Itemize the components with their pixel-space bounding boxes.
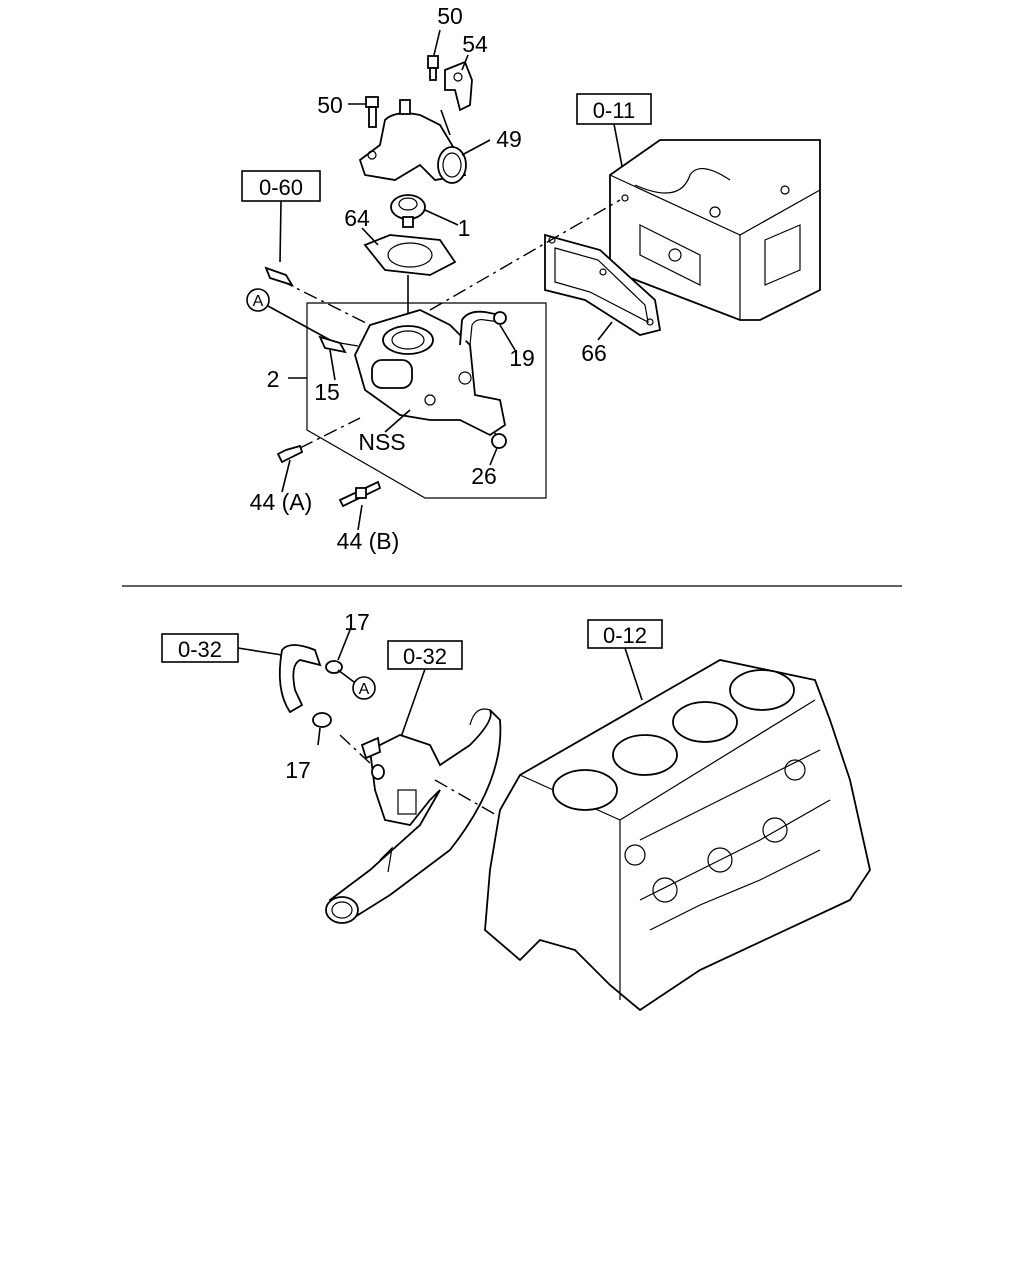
callout-26: 26: [471, 463, 497, 489]
gasket-64: [363, 234, 457, 276]
callout-44a: 44 (A): [250, 489, 313, 515]
gasket-66: [544, 233, 662, 336]
ref-label-0-32-center: 0-32: [403, 644, 447, 669]
cylinder-block: [484, 659, 871, 1012]
temperature-sensor: [264, 266, 294, 287]
stud-44b: [338, 480, 382, 508]
bypass-hose: [278, 644, 322, 714]
hose-clamp-17-bottom: [312, 712, 332, 728]
bracket-54: [444, 60, 473, 112]
assembly-bracket-2: [306, 302, 547, 499]
callout-17-top: 17: [344, 609, 370, 635]
plug-26: [491, 433, 507, 449]
svg-text:A: A: [359, 681, 370, 698]
callout-19: 19: [509, 345, 535, 371]
ref-label-0-11: 0-11: [593, 98, 635, 123]
callout-66: 66: [581, 340, 607, 366]
hose-pipe-19: [459, 310, 507, 346]
water-inlet-pipe: [325, 708, 502, 924]
thermostat-housing: [354, 309, 507, 437]
callout-1: 1: [458, 215, 471, 241]
callout-64: 64: [344, 205, 370, 231]
fitting-15: [318, 335, 359, 354]
ref-label-0-32-left: 0-32: [178, 637, 222, 662]
ref-label-0-12: 0-12: [603, 623, 647, 648]
callout-17-bottom: 17: [285, 757, 311, 783]
svg-text:A: A: [253, 293, 264, 310]
bolt-44a: [276, 444, 304, 464]
callout-54: 54: [462, 31, 488, 57]
callout-50-left: 50: [317, 92, 343, 118]
water-outlet-49: [358, 99, 467, 184]
callout-2: 2: [267, 366, 280, 392]
ref-box-0-11[interactable]: 0-11: [576, 93, 652, 125]
bolt-50-top: [427, 55, 439, 81]
ref-box-0-32-left[interactable]: 0-32: [161, 633, 239, 663]
callout-50-top: 50: [437, 3, 463, 29]
circled-marker-a-top: A: [246, 288, 270, 312]
ref-box-0-60[interactable]: 0-60: [241, 170, 321, 202]
circled-marker-a-bottom: A: [352, 676, 376, 700]
ref-label-0-60: 0-60: [259, 175, 303, 200]
ref-box-0-12[interactable]: 0-12: [587, 619, 663, 649]
bolt-50-left: [365, 96, 379, 128]
thermostat-1: [390, 194, 426, 228]
callout-nss: NSS: [358, 429, 405, 455]
ref-box-0-32-center[interactable]: 0-32: [387, 640, 463, 670]
callout-15: 15: [314, 379, 340, 405]
callout-44b: 44 (B): [337, 528, 400, 554]
callout-49: 49: [496, 126, 522, 152]
